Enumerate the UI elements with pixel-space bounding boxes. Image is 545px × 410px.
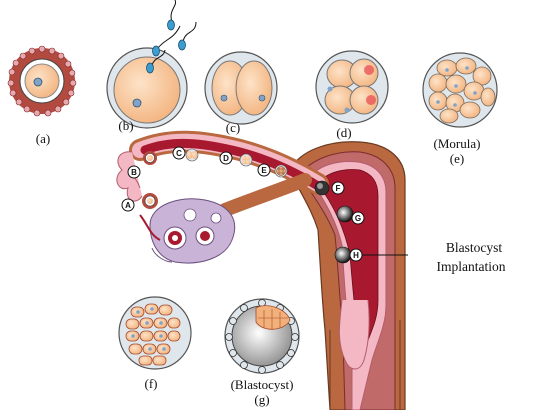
stage-c-label: (c) — [226, 120, 240, 135]
stage-e-morula — [422, 52, 498, 128]
marker-d: D — [219, 151, 233, 165]
marker-f: F — [331, 181, 345, 195]
early-blastocyst — [314, 180, 330, 196]
annotation-blastocyst: Blastocyst — [446, 240, 502, 255]
svg-text:H: H — [353, 251, 359, 260]
svg-text:A: A — [125, 201, 131, 210]
stage-g-name: (Blastocyst) — [231, 377, 294, 392]
marker-b: B — [127, 165, 141, 179]
stage-b-fertilisation — [106, 0, 197, 129]
marker-a: A — [121, 198, 135, 212]
two-cell-in-tube — [185, 148, 199, 162]
stage-f — [118, 296, 192, 370]
blastocyst-in-uterus — [336, 205, 354, 223]
stage-d-four-cell — [315, 50, 389, 124]
svg-text:E: E — [261, 166, 267, 175]
annotation-implantation: Implantation — [437, 259, 506, 274]
stage-a-ovum — [7, 45, 77, 117]
stage-e-name: (Morula) — [434, 136, 481, 151]
marker-c: C — [172, 146, 186, 160]
stage-f-label: (f) — [145, 376, 158, 391]
ovary — [139, 198, 236, 264]
stage-b-label: (b) — [118, 118, 133, 133]
marker-g: G — [351, 211, 365, 225]
svg-text:G: G — [355, 214, 361, 223]
fertilised-ovum — [143, 151, 157, 165]
marker-e: E — [257, 163, 271, 177]
ovarian-ligament — [218, 173, 312, 217]
implanting-blastocyst — [334, 246, 352, 264]
stage-a-label: (a) — [36, 131, 50, 146]
stage-g-label: (g) — [254, 392, 269, 407]
ovum-released — [142, 193, 158, 209]
four-cell-in-tube — [239, 153, 253, 167]
svg-text:D: D — [223, 154, 229, 163]
stage-e-label: (e) — [450, 151, 464, 166]
sperm-cells — [151, 0, 197, 66]
marker-h: H — [349, 248, 363, 262]
stage-d-label: (d) — [336, 125, 351, 140]
stage-c-two-cell — [204, 51, 278, 125]
morula-in-tube — [274, 164, 288, 178]
stage-g-blastocyst — [224, 298, 300, 374]
svg-text:C: C — [176, 149, 182, 158]
svg-text:F: F — [336, 184, 341, 193]
svg-text:B: B — [131, 168, 137, 177]
